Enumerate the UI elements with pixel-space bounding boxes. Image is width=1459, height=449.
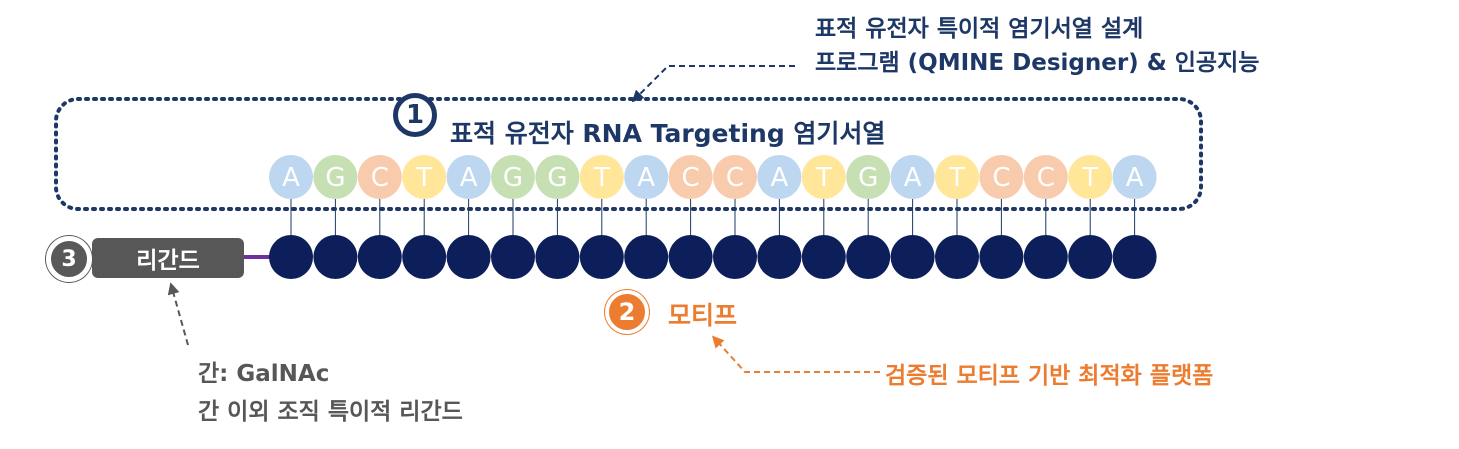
motif-note: 검증된 모티프 기반 최적화 플랫폼 [885,363,1214,389]
base-c-circle [668,155,713,199]
ligand-arrow [167,282,189,346]
designer-arrow [631,65,795,103]
base-letter: A [637,163,655,193]
ligand-label: 리간드 [92,238,244,278]
base-g-circle [313,155,358,199]
backbone-unit [313,235,358,279]
base-c-circle [713,155,757,199]
base-c-circle [979,155,1024,199]
targeting-region-box [54,97,1203,211]
base-letter: C [682,163,700,193]
base-letter: A [460,163,478,193]
ligand-note: 간: GalNAc 간 이외 조직 특이적 리간드 [198,355,463,431]
base-c-circle [1023,155,1068,199]
base-letter: C [992,163,1010,193]
designer-note-line1: 표적 유전자 특이적 염기서열 설계 [815,16,1144,42]
base-t-circle [1068,155,1113,199]
base-letter: G [325,163,345,193]
section1-number-badge: 1 [393,93,437,137]
base-letter: A [904,163,922,193]
backbone-unit [1068,235,1113,279]
base-g-circle [846,155,891,199]
backbone-chain [269,235,1157,279]
designer-note-line2: 프로그램 (QMINE Designer) & 인공지능 [815,50,1260,76]
base-connectors [290,199,1136,235]
base-a-circle [269,155,313,199]
ligand-note-line1: 간: GalNAc [198,361,330,387]
section3-number-badge: 3 [46,236,92,282]
base-letter: G [858,163,878,193]
base-letter: A [771,163,789,193]
base-letter: A [1126,163,1144,193]
base-letter: T [415,163,432,193]
section1-title: 표적 유전자 RNA Targeting 염기서열 [450,119,886,148]
backbone-unit [668,235,713,279]
backbone-unit [624,235,669,279]
backbone-unit [1112,235,1157,279]
base-t-circle [579,155,624,199]
backbone-unit [979,235,1024,279]
section2-number-badge: 2 [605,290,649,334]
backbone-unit [446,235,491,279]
base-letter: T [1081,163,1098,193]
designer-note: 표적 유전자 특이적 염기서열 설계 프로그램 (QMINE Designer)… [815,12,1259,80]
base-a-circle [890,155,935,199]
backbone-unit [801,235,846,279]
base-t-circle [402,155,447,199]
base-g-circle [491,155,535,199]
base-letter: C [1037,163,1055,193]
backbone-unit [357,235,402,279]
backbone-unit [757,235,802,279]
base-a-circle [446,155,491,199]
base-c-circle [357,155,402,199]
motif-label: 모티프 [668,301,738,330]
backbone-unit [713,235,757,279]
backbone-unit [535,235,580,279]
base-letter: G [503,163,523,193]
base-letter: T [815,163,832,193]
base-letter: T [948,163,965,193]
base-a-circle [624,155,669,199]
backbone-unit [935,235,979,279]
backbone-unit [402,235,447,279]
base-letter: T [593,163,610,193]
base-a-circle [1112,155,1157,199]
backbone-unit [269,235,313,279]
ligand-note-line2: 간 이외 조직 특이적 리간드 [198,399,463,425]
base-t-circle [801,155,846,199]
motif-arrow [711,335,880,373]
base-letter: C [371,163,389,193]
base-a-circle [757,155,802,199]
backbone-unit [491,235,535,279]
backbone-unit [890,235,935,279]
backbone-unit [579,235,624,279]
base-letter: A [282,163,300,193]
base-t-circle [935,155,979,199]
base-letter: C [726,163,744,193]
backbone-unit [846,235,891,279]
backbone-unit [1023,235,1068,279]
base-g-circle [535,155,580,199]
base-letter: G [547,163,567,193]
